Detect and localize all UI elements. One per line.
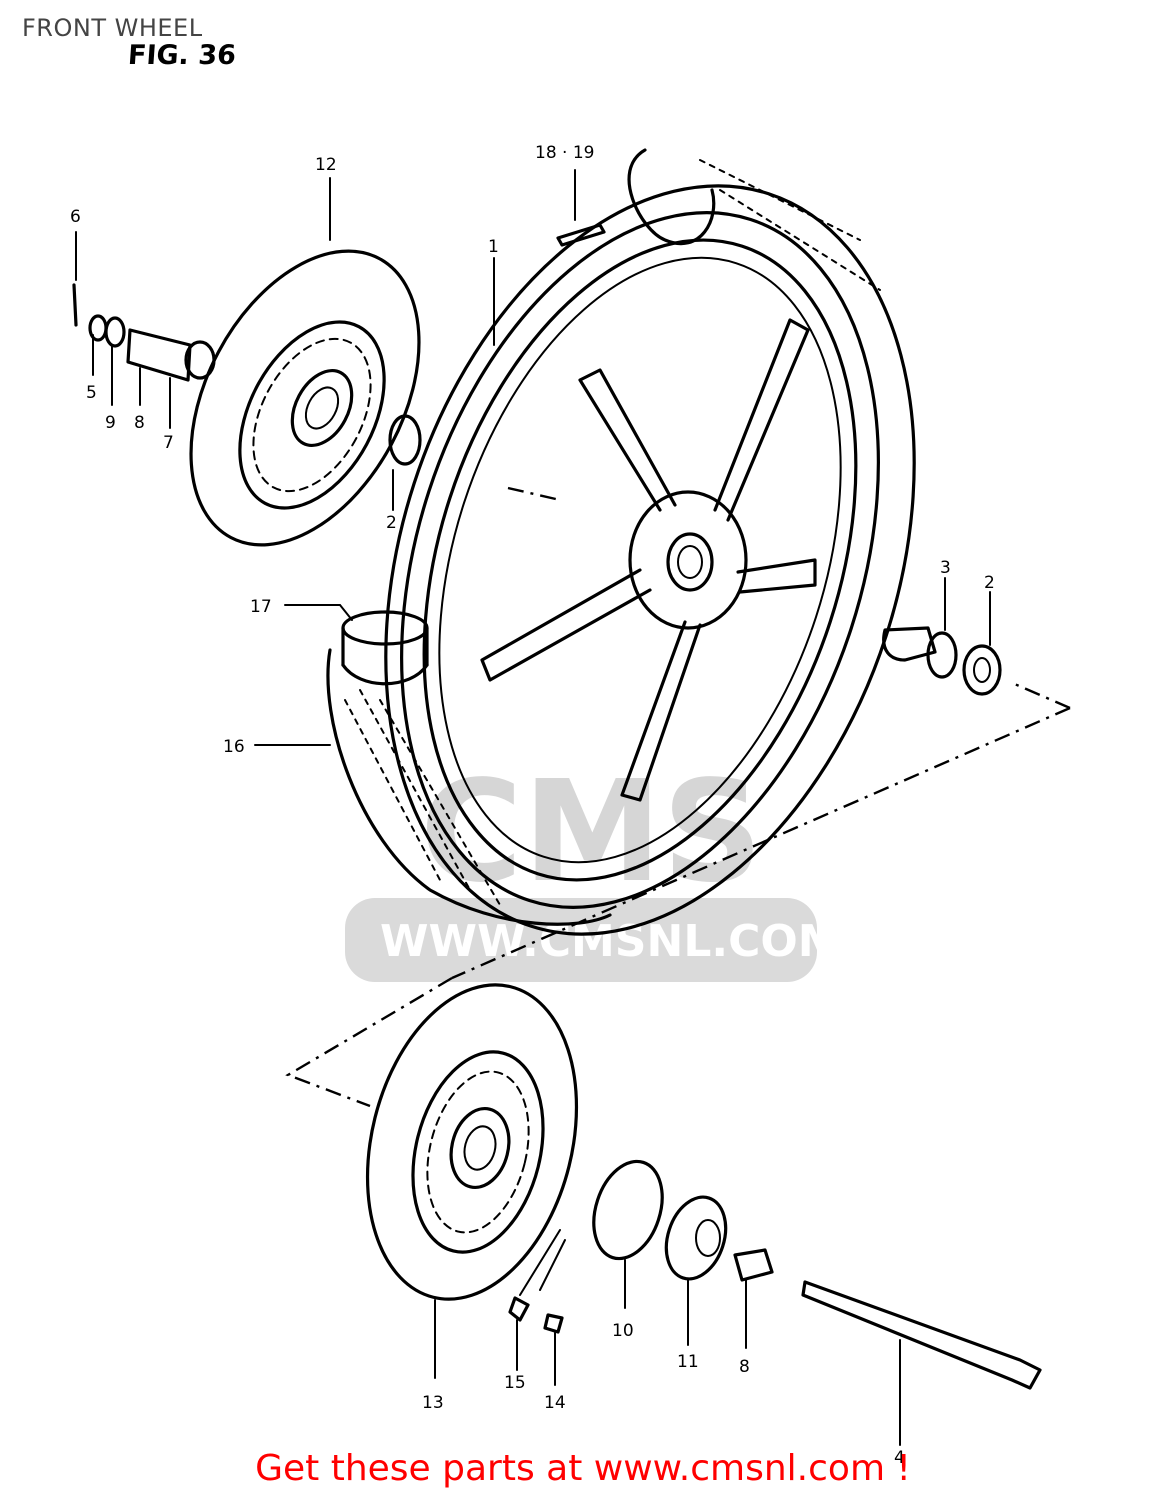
callout-7: 7 — [163, 433, 174, 453]
callout-6: 6 — [70, 207, 81, 227]
hub — [628, 490, 748, 630]
rim-outer — [400, 211, 880, 909]
callout-2: 2 — [386, 513, 397, 533]
brake-disc-right — [365, 983, 579, 1301]
watermark: CMS WWW.CMSNL.COM — [345, 751, 842, 982]
callout-3: 3 — [940, 558, 951, 578]
bolt-6 — [72, 283, 78, 327]
callout-10: 10 — [612, 1321, 634, 1341]
callout-8-lower: 8 — [739, 1357, 750, 1377]
right-hub-parts — [882, 626, 1002, 696]
seal-2 — [962, 644, 1002, 696]
callout-1: 1 — [488, 237, 499, 257]
page-title: FRONT WHEEL — [22, 14, 203, 42]
spacer-8b — [733, 1248, 774, 1282]
wheel-assembly — [326, 148, 916, 936]
get-parts-link[interactable]: Get these parts at www.cmsnl.com ! — [255, 1448, 911, 1489]
callout-9: 9 — [105, 413, 116, 433]
spokes — [480, 318, 817, 802]
callout-8: 8 — [134, 413, 145, 433]
callout-4: 4 — [894, 1448, 905, 1468]
rim-inner — [422, 238, 858, 882]
lower-hub-parts — [508, 1159, 1042, 1390]
bearing-3 — [926, 631, 958, 679]
left-hub-parts — [72, 283, 422, 466]
watermark-site: WWW.CMSNL.COM — [380, 916, 842, 967]
valve — [556, 223, 606, 247]
watermark-plate — [345, 898, 817, 982]
callout-15: 15 — [504, 1373, 526, 1393]
gear-10 — [592, 1159, 664, 1261]
speedo-gear-11 — [664, 1195, 728, 1281]
callout-16: 16 — [223, 737, 245, 757]
oil-seal-2 — [388, 414, 422, 466]
lock-washer-15 — [508, 1296, 530, 1322]
leader-lines — [75, 169, 991, 1446]
axle-4 — [801, 1280, 1042, 1390]
callout-17: 17 — [250, 597, 272, 617]
callout-13: 13 — [422, 1393, 444, 1413]
bolt-14 — [543, 1313, 564, 1334]
callout-14: 14 — [544, 1393, 566, 1413]
spacer-8 — [126, 328, 192, 382]
tire-section — [326, 648, 612, 926]
callout-labels: 1 2 2 3 4 5 6 7 8 8 9 10 11 12 13 14 15 … — [70, 143, 995, 1468]
brake-disc-left — [189, 249, 421, 547]
callout-18-19: 18 · 19 — [535, 143, 594, 163]
callout-5: 5 — [86, 383, 97, 403]
callout-12: 12 — [315, 155, 337, 175]
callout-11: 11 — [677, 1352, 699, 1372]
callout-2-right: 2 — [984, 573, 995, 593]
